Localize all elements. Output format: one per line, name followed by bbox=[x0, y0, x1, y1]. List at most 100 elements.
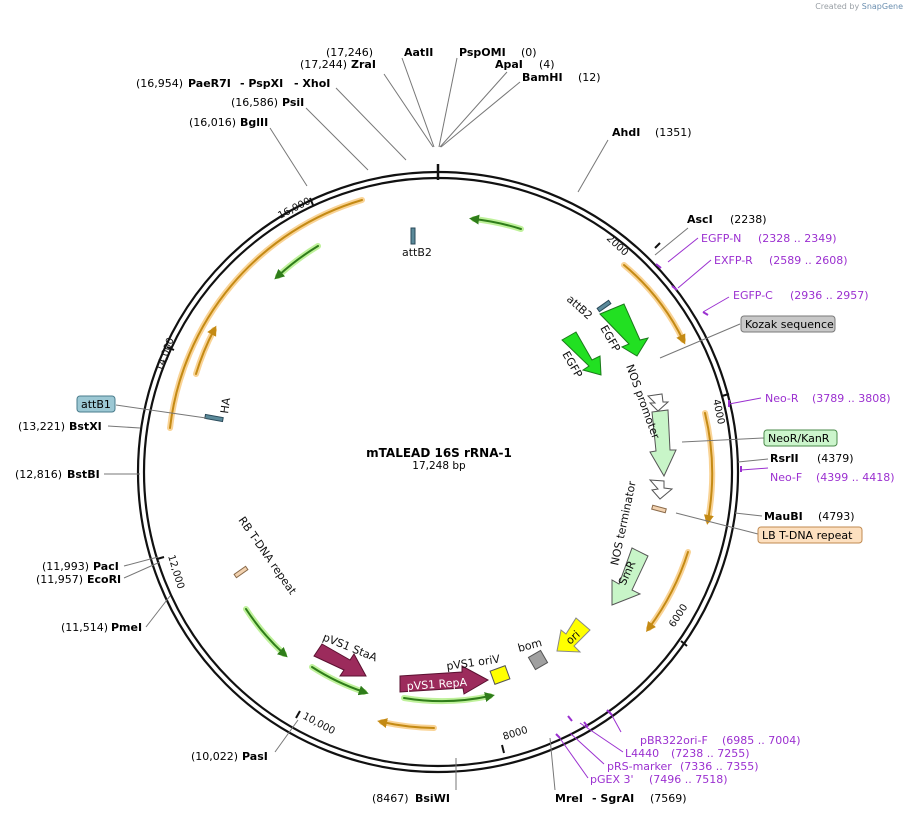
site-paer7i-name[interactable]: PaeR7I bbox=[188, 77, 231, 90]
site-maubi-name[interactable]: MauBI bbox=[764, 510, 803, 523]
orf-arc-5 bbox=[195, 325, 217, 375]
site-apai-name[interactable]: ApaI bbox=[495, 58, 523, 71]
orf-arcs bbox=[167, 197, 716, 731]
site-bglii-pos: (16,016) bbox=[189, 116, 236, 129]
site-aatii-pos: (17,246) bbox=[326, 46, 373, 59]
tick-label-6000: 6000 bbox=[667, 602, 690, 629]
label-ha: HA bbox=[218, 396, 233, 414]
primer-neo-f-range: (4399 .. 4418) bbox=[816, 471, 895, 484]
snapgene-logo: SnapGene bbox=[861, 2, 903, 11]
site-rsrii-name[interactable]: RsrII bbox=[770, 452, 799, 465]
pvs1-repa-arrow bbox=[399, 665, 490, 695]
green-arc-repa bbox=[403, 692, 495, 703]
primer-pbr322ori-f-range: (6985 .. 7004) bbox=[722, 734, 801, 747]
primer-neo-r-label[interactable]: Neo-R bbox=[765, 392, 799, 405]
site-bglii-name[interactable]: BglII bbox=[240, 116, 268, 129]
orf-arc-3 bbox=[646, 551, 689, 633]
pvs1-staa-arrow bbox=[313, 643, 367, 677]
site-zrai-pos: (17,244) bbox=[300, 58, 347, 71]
site-rsrii-pos: (4379) bbox=[817, 452, 854, 465]
site-bsiwi-name[interactable]: BsiWI bbox=[415, 792, 450, 805]
green-arc-left bbox=[274, 245, 319, 280]
site-sgrai-name[interactable]: - SgrAI bbox=[592, 792, 634, 805]
tick-mark-16000 bbox=[309, 197, 314, 206]
site-asci-pos: (2238) bbox=[730, 213, 767, 226]
primer-pgex3-label[interactable]: pGEX 3' bbox=[590, 773, 634, 786]
primer-exfp-r-range: (2589 .. 2608) bbox=[769, 254, 848, 267]
site-pspxi-name[interactable]: - PspXI bbox=[240, 77, 283, 90]
tick-label-12000: 12,000 bbox=[165, 554, 186, 591]
tick-mark-4000 bbox=[721, 393, 730, 397]
neor-kanr-arrow bbox=[649, 409, 677, 478]
site-asci-name[interactable]: AscI bbox=[687, 213, 713, 226]
site-bsiwi-pos: (8467) bbox=[372, 792, 409, 805]
feature-attb1-box[interactable] bbox=[76, 395, 116, 413]
tick-label-10000: 10,000 bbox=[301, 711, 337, 737]
site-pasi-name[interactable]: PasI bbox=[242, 750, 268, 763]
tick-label-8000: 8000 bbox=[502, 725, 530, 743]
primer-l4440-label[interactable]: L4440 bbox=[625, 747, 659, 760]
feature-neor-kanr-box[interactable] bbox=[763, 429, 838, 447]
site-pmei-name[interactable]: PmeI bbox=[111, 621, 142, 634]
site-apai-pos: (4) bbox=[539, 58, 555, 71]
site-bstbi-name[interactable]: BstBI bbox=[67, 468, 100, 481]
egfp-arrow-2 bbox=[561, 331, 602, 376]
site-ecori-name[interactable]: EcoRI bbox=[87, 573, 121, 586]
orf-arc-4 bbox=[169, 199, 363, 429]
primer-exfp-r-label[interactable]: EXFP-R bbox=[714, 254, 753, 267]
attb2-mark-egfp bbox=[596, 299, 612, 313]
site-bstxi-name[interactable]: BstXI bbox=[69, 420, 102, 433]
site-ecori-pos: (11,957) bbox=[36, 573, 83, 586]
site-bstbi-pos: (12,816) bbox=[15, 468, 62, 481]
green-arc-lower-left bbox=[245, 608, 288, 658]
green-arcs bbox=[243, 214, 524, 705]
primer-neo-r-range: (3789 .. 3808) bbox=[812, 392, 891, 405]
primer-egfp-n-label[interactable]: EGFP-N bbox=[701, 232, 741, 245]
attb2-mark-top bbox=[410, 227, 416, 245]
primer-egfp-n-range: (2328 .. 2349) bbox=[758, 232, 837, 245]
primer-egfp-c-label[interactable]: EGFP-C bbox=[733, 289, 773, 302]
plasmid-name: mTALEAD 16S rRNA-1 bbox=[366, 446, 512, 460]
feature-lb-tdna-box[interactable] bbox=[757, 526, 863, 544]
plasmid-length: 17,248 bp bbox=[412, 460, 466, 472]
orf-arc-1 bbox=[623, 264, 686, 345]
primer-pbr322ori-f-label[interactable]: pBR322ori-F bbox=[640, 734, 708, 747]
site-paer7i-pos: (16,954) bbox=[136, 77, 183, 90]
attb1-mark bbox=[204, 413, 224, 423]
site-paci-name[interactable]: PacI bbox=[93, 560, 119, 573]
rb-tdna-mark bbox=[233, 565, 249, 579]
tick-mark-12000 bbox=[156, 556, 165, 560]
site-zrai-name[interactable]: ZraI bbox=[351, 58, 376, 71]
smr-arrow bbox=[611, 547, 649, 606]
site-xhoi-name[interactable]: - XhoI bbox=[294, 77, 330, 90]
tick-label-4000: 4000 bbox=[710, 398, 726, 425]
site-aatii-name[interactable]: AatII bbox=[404, 46, 433, 59]
site-psii-name[interactable]: PsiI bbox=[282, 96, 304, 109]
label-bom: bom bbox=[516, 636, 543, 655]
green-arc-top bbox=[469, 214, 522, 230]
bom-mark bbox=[527, 649, 549, 671]
watermark-prefix: Created by bbox=[815, 2, 860, 11]
nos-promoter-arrow bbox=[646, 393, 670, 412]
site-mrei-name[interactable]: MreI bbox=[555, 792, 583, 805]
ori-arrow bbox=[556, 617, 591, 653]
feature-lb-tdna-label: LB T-DNA repeat bbox=[762, 529, 853, 542]
site-maubi-pos: (4793) bbox=[818, 510, 855, 523]
pvs1-oriv-mark bbox=[489, 665, 511, 685]
plasmid-title: mTALEAD 16S rRNA-1 17,248 bp bbox=[339, 446, 539, 472]
primer-prs-marker-label[interactable]: pRS-marker bbox=[607, 760, 672, 773]
snapgene-watermark: Created by SnapGene bbox=[815, 2, 903, 11]
site-bamhi-name[interactable]: BamHI bbox=[522, 71, 563, 84]
tick-mark-10000 bbox=[295, 710, 301, 719]
primer-egfp-c-range: (2936 .. 2957) bbox=[790, 289, 869, 302]
label-pvs1-repa: pVS1 RepA bbox=[406, 676, 468, 693]
feature-kozak-label: Kozak sequence bbox=[745, 318, 834, 331]
site-pspomi-name[interactable]: PspOMI bbox=[459, 46, 506, 59]
site-ahdi-name[interactable]: AhdI bbox=[612, 126, 640, 139]
primer-pgex3-range: (7496 .. 7518) bbox=[649, 773, 728, 786]
feature-kozak-box[interactable] bbox=[740, 315, 836, 333]
tick-mark-6000 bbox=[680, 640, 688, 647]
primer-neo-f-label[interactable]: Neo-F bbox=[770, 471, 802, 484]
site-sgrai-pos: (7569) bbox=[650, 792, 687, 805]
